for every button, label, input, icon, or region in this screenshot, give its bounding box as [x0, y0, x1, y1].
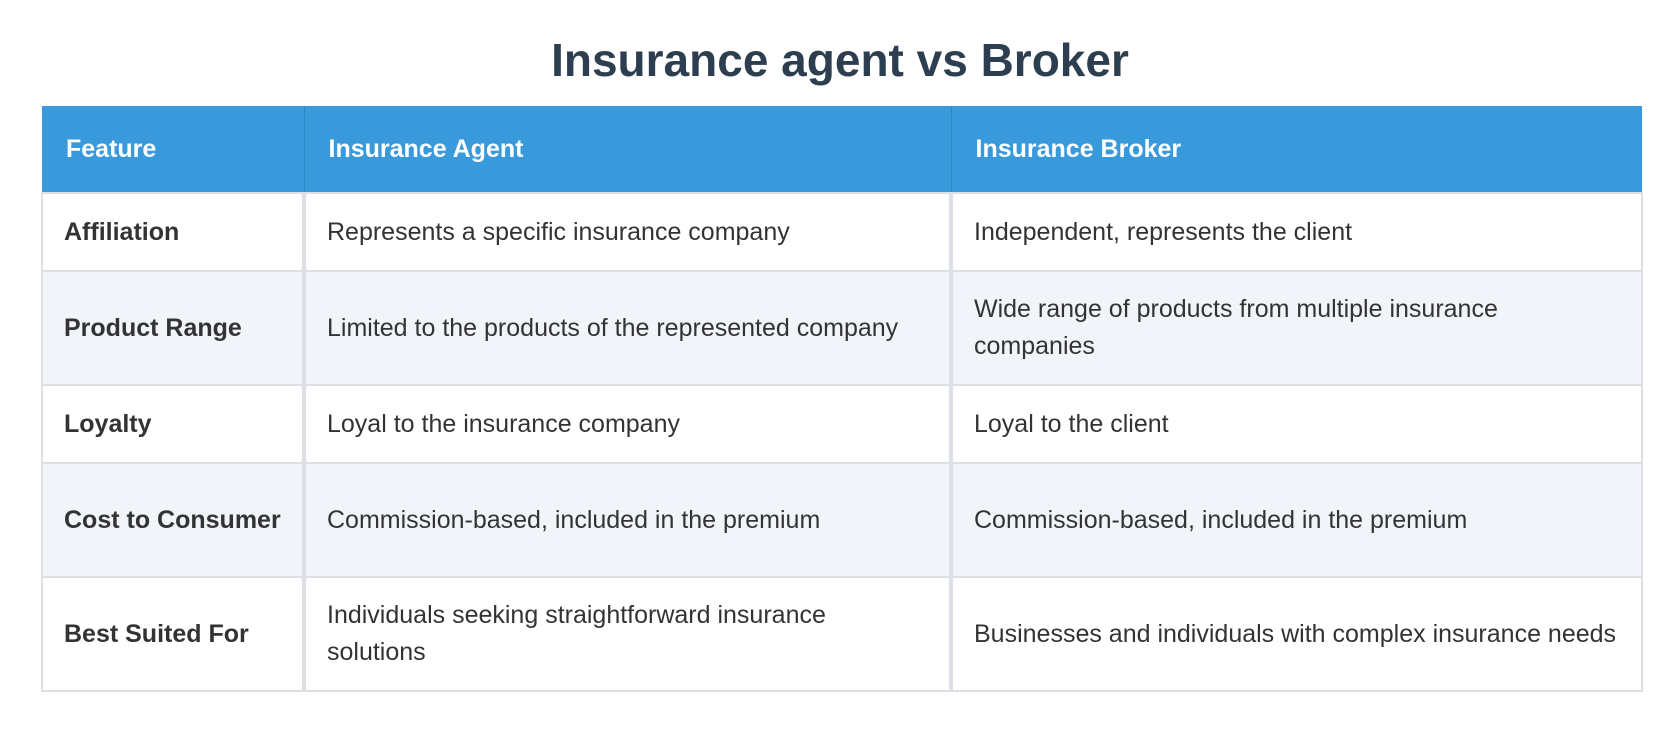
table-header: Feature Insurance Agent Insurance Broker	[42, 106, 1642, 193]
agent-cell: Limited to the products of the represent…	[303, 270, 953, 386]
broker-cell: Commission-based, included in the premiu…	[950, 462, 1643, 578]
feature-cell: Loyalty	[41, 384, 306, 464]
header-feature: Feature	[42, 106, 305, 193]
broker-cell: Loyal to the client	[950, 384, 1643, 464]
agent-cell: Commission-based, included in the premiu…	[303, 462, 953, 578]
agent-cell: Loyal to the insurance company	[303, 384, 953, 464]
broker-cell: Businesses and individuals with complex …	[950, 576, 1643, 692]
table-row: Affiliation Represents a specific insura…	[41, 192, 1643, 272]
agent-cell: Represents a specific insurance company	[303, 192, 953, 272]
header-row: Feature Insurance Agent Insurance Broker	[42, 106, 1642, 193]
header-insurance-agent: Insurance Agent	[304, 106, 952, 193]
comparison-table: Feature Insurance Agent Insurance Broker…	[41, 106, 1643, 692]
broker-cell: Independent, represents the client	[950, 192, 1643, 272]
feature-cell: Product Range	[41, 270, 306, 386]
table-row: Product Range Limited to the products of…	[41, 270, 1643, 386]
agent-cell: Individuals seeking straightforward insu…	[303, 576, 953, 692]
broker-cell: Wide range of products from multiple ins…	[950, 270, 1643, 386]
page-title: Insurance agent vs Broker	[551, 34, 1129, 86]
table-row: Best Suited For Individuals seeking stra…	[41, 576, 1643, 692]
feature-cell: Best Suited For	[41, 576, 306, 692]
table-row: Loyalty Loyal to the insurance company L…	[41, 384, 1643, 464]
table-row: Cost to Consumer Commission-based, inclu…	[41, 462, 1643, 578]
feature-cell: Affiliation	[41, 192, 306, 272]
feature-cell: Cost to Consumer	[41, 462, 306, 578]
header-insurance-broker: Insurance Broker	[951, 106, 1642, 193]
table-body: Affiliation Represents a specific insura…	[41, 192, 1643, 692]
